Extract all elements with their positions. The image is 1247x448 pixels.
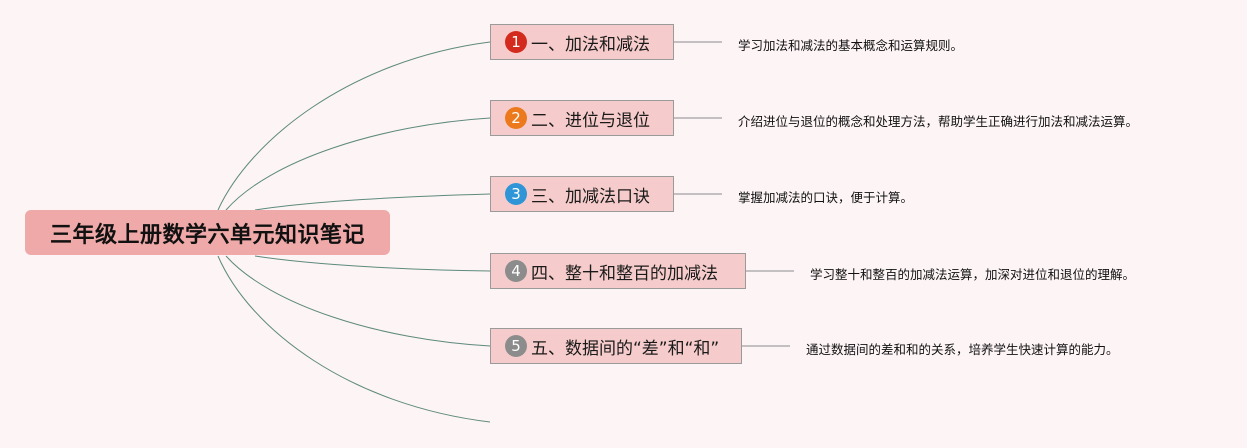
topic-note-4[interactable]: 学习整十和整百的加减法运算，加深对进位和退位的理解。 xyxy=(810,267,1136,282)
topic-node-3[interactable]: 3 三、加减法口诀 xyxy=(490,176,674,212)
topic-label: 一、加法和减法 xyxy=(531,34,650,55)
root-node[interactable]: 三年级上册数学六单元知识笔记 xyxy=(25,210,390,255)
topic-label: 二、进位与退位 xyxy=(531,110,650,131)
number-badge-icon: 3 xyxy=(505,183,527,205)
root-title: 三年级上册数学六单元知识笔记 xyxy=(49,222,365,248)
topic-note-2[interactable]: 介绍进位与退位的概念和处理方法，帮助学生正确进行加法和减法运算。 xyxy=(738,114,1139,129)
branch-line-6 xyxy=(217,255,491,423)
number-badge-icon: 5 xyxy=(505,335,527,357)
topic-label: 五、数据间的“差”和“和” xyxy=(531,338,720,359)
topic-node-4[interactable]: 4 四、整十和整百的加减法 xyxy=(490,253,746,289)
number-badge-icon: 1 xyxy=(505,31,527,53)
branch-line-1 xyxy=(217,41,491,211)
topic-note-1[interactable]: 学习加法和减法的基本概念和运算规则。 xyxy=(738,38,964,53)
topic-label: 三、加减法口诀 xyxy=(531,186,650,207)
branch-line-3 xyxy=(254,193,491,211)
topic-label: 四、整十和整百的加减法 xyxy=(531,263,718,284)
topic-note-5[interactable]: 通过数据间的差和和的关系，培养学生快速计算的能力。 xyxy=(806,342,1119,357)
number-badge-icon: 4 xyxy=(505,260,527,282)
topic-node-5[interactable]: 5 五、数据间的“差”和“和” xyxy=(490,328,742,364)
branch-line-4 xyxy=(254,255,491,272)
branch-line-2 xyxy=(225,117,491,211)
topic-note-3[interactable]: 掌握加减法的口诀，便于计算。 xyxy=(738,190,914,205)
topic-node-1[interactable]: 1 一、加法和减法 xyxy=(490,24,674,60)
number-badge-icon: 2 xyxy=(505,107,527,129)
branch-line-5 xyxy=(225,255,491,347)
topic-node-2[interactable]: 2 二、进位与退位 xyxy=(490,100,674,136)
